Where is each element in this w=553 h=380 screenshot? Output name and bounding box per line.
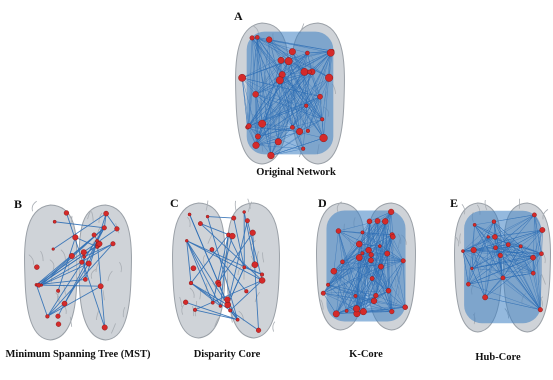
panel-d-brain — [314, 200, 418, 332]
panel-b-letter: B — [14, 197, 22, 212]
panel-b-caption: Minimum Spanning Tree (MST) — [0, 349, 156, 361]
panel-a-caption: Original Network — [220, 167, 372, 179]
panel-e-brain — [452, 200, 553, 334]
panel-d-caption: K-Core — [318, 349, 414, 361]
panel-e-caption: Hub-Core — [448, 352, 548, 364]
panel-c-brain — [170, 200, 282, 340]
panel-b-brain — [22, 202, 134, 342]
panel-a-brain — [233, 20, 347, 166]
panel-c-caption: Disparity Core — [160, 349, 294, 361]
